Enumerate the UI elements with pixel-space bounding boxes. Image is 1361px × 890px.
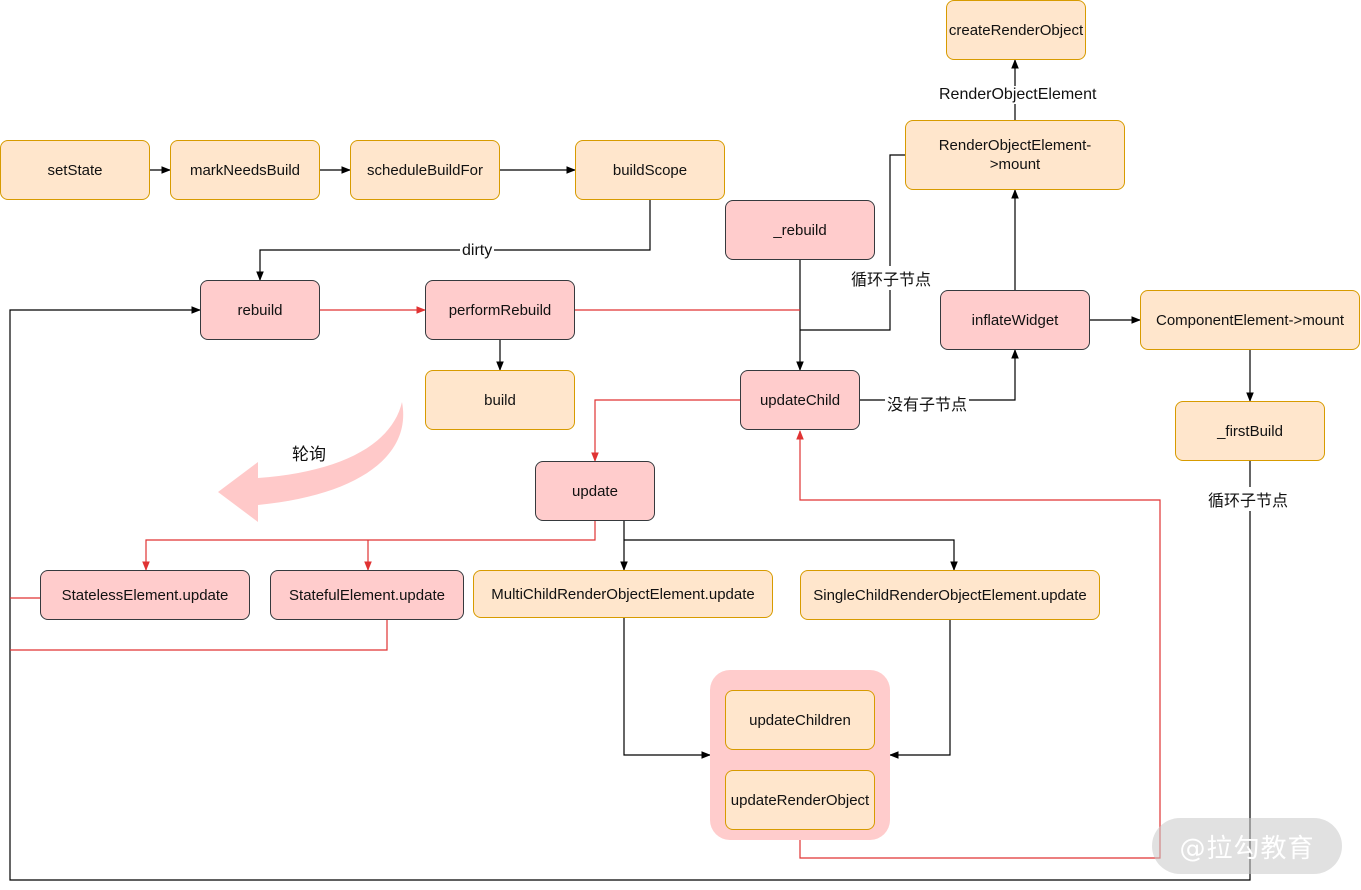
node-singlechild-update[interactable]: SingleChildRenderObjectElement.update (800, 570, 1100, 620)
node-statefulelement-update[interactable]: StatefulElement.update (270, 570, 464, 620)
node-build[interactable]: build (425, 370, 575, 430)
edge-updaterenderobject-updatechild (796, 430, 1161, 859)
node-schedulebuildfor[interactable]: scheduleBuildFor (350, 140, 500, 200)
node-rebuild-private[interactable]: _rebuild (725, 200, 875, 260)
edge-updatechild-update (591, 399, 740, 462)
node-markneedsbuild[interactable]: markNeedsBuild (170, 140, 320, 200)
polling-arrow (218, 402, 404, 522)
label-dirty: dirty (460, 242, 495, 260)
node-update[interactable]: update (535, 461, 655, 521)
edge-firstbuild-rebuild (9, 306, 1251, 881)
node-setstate[interactable]: setState (0, 140, 150, 200)
node-performrebuild[interactable]: performRebuild (425, 280, 575, 340)
edge-multichild-updatechildren (623, 618, 711, 759)
edge-loop-renderobjectmount (800, 154, 905, 331)
node-rebuild[interactable]: rebuild (200, 280, 320, 340)
node-multichild-update[interactable]: MultiChildRenderObjectElement.update (473, 570, 773, 618)
node-updaterenderobject[interactable]: updateRenderObject (725, 770, 875, 830)
label-loop-children-1: 循环子节点 (849, 266, 934, 290)
edge-stateful-loop (10, 620, 388, 651)
label-renderobjectelement: RenderObjectElement (937, 86, 1099, 104)
node-createrenderobject[interactable]: createRenderObject (946, 0, 1086, 60)
node-componentelement-mount[interactable]: ComponentElement->mount (1140, 290, 1360, 350)
edge-update-stateless (142, 521, 596, 571)
label-no-children: 没有子节点 (885, 391, 970, 415)
node-updatechildren[interactable]: updateChildren (725, 690, 875, 750)
edge-buildscope-rebuild (256, 200, 651, 281)
node-inflatewidget[interactable]: inflateWidget (940, 290, 1090, 350)
label-polling: 轮询 (292, 445, 326, 464)
node-statelesselement-update[interactable]: StatelessElement.update (40, 570, 250, 620)
label-loop-children-2: 循环子节点 (1206, 487, 1291, 511)
edge-singlechild-updatechildren (889, 620, 951, 759)
edge-update-singlechild (624, 539, 958, 571)
watermark-logo: @拉勾教育 (1152, 818, 1342, 874)
node-buildscope[interactable]: buildScope (575, 140, 725, 200)
node-renderobjectelement-mount[interactable]: RenderObjectElement->mount (905, 120, 1125, 190)
node-updatechild[interactable]: updateChild (740, 370, 860, 430)
node-firstbuild[interactable]: _firstBuild (1175, 401, 1325, 461)
